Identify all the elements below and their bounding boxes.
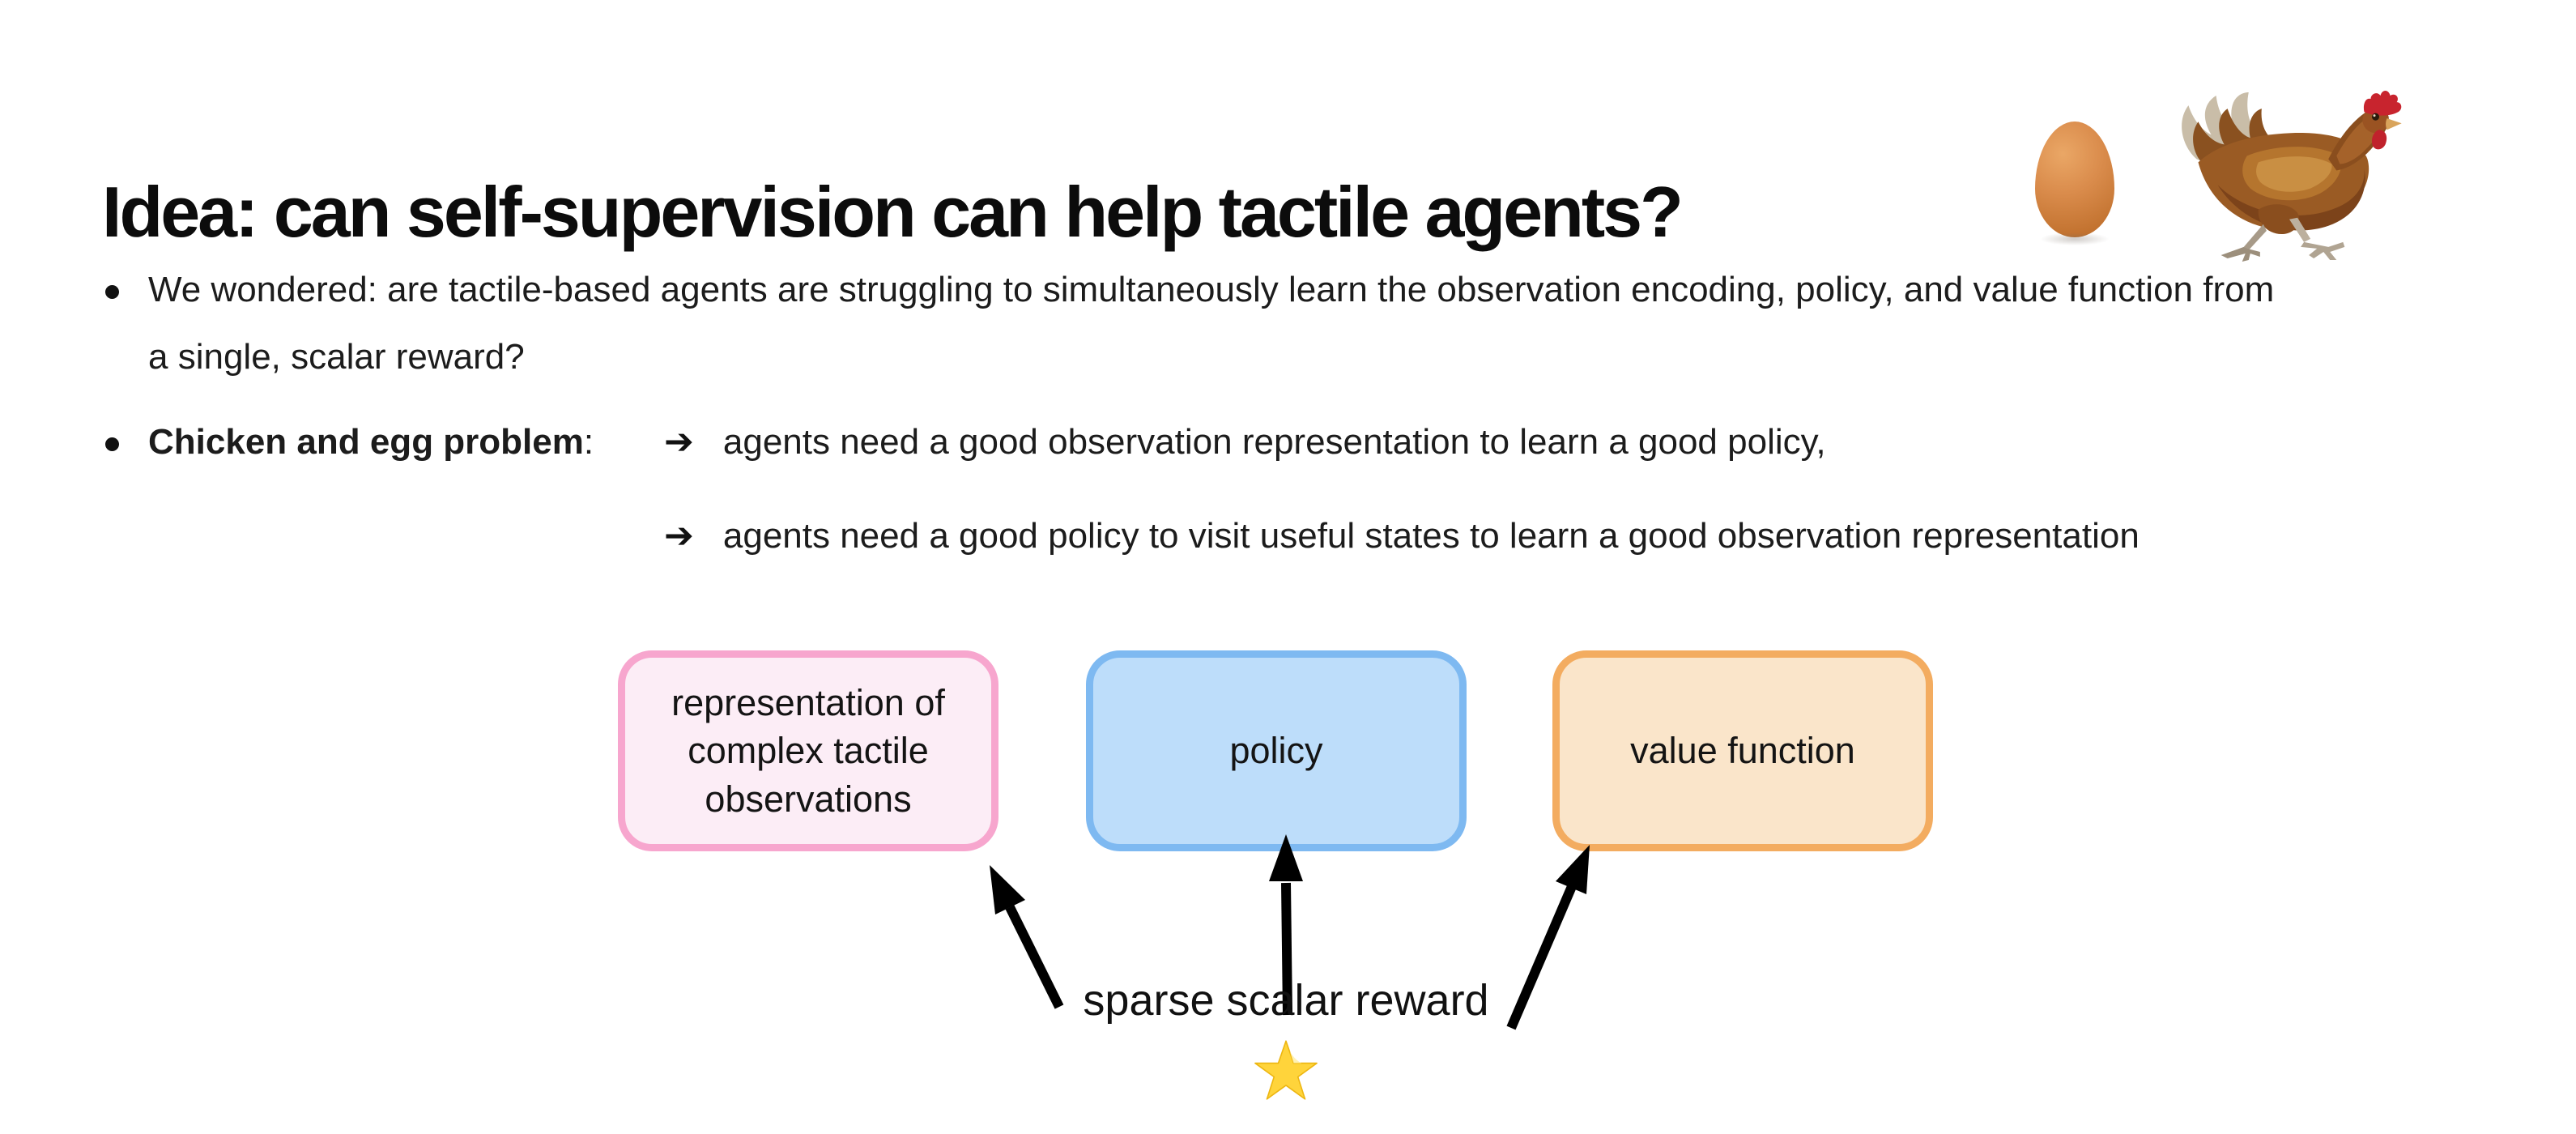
bullet2-bold-text: Chicken and egg problem [148,422,584,462]
bullet2-lead: Chicken and egg problem: [148,424,594,460]
bullet2-point2: ➔ agents need a good policy to visit usef… [664,518,2140,554]
right-arrow-icon: ➔ [664,421,694,463]
bullet1-line1: We wondered: are tactile-based agents ar… [148,270,2275,309]
right-arrow-icon: ➔ [664,515,694,556]
box-value-function: value function [1552,650,1933,851]
box-policy: policy [1086,650,1467,851]
star-icon [1254,1040,1318,1100]
bullet2-point1-text: agents need a good observation represent… [722,422,1826,462]
sparse-reward-label: sparse scalar reward [1083,976,1489,1025]
chicken-image [2182,91,2402,262]
bullet2-point1: ➔ agents need a good observation represen… [664,424,1826,460]
bullet2-point2-text: agents need a good policy to visit usefu… [722,516,2140,556]
bullet2-colon: : [583,422,594,462]
box-representation-label: representation of complex tactile observ… [671,681,945,820]
page-title: Idea: can self-supervision can help tact… [102,171,1684,252]
box-value-function-label: value function [1630,730,1855,772]
egg-image [2035,122,2114,245]
box-representation: representation of complex tactile observ… [618,650,998,851]
bullet1-line2: a single, scalar reward? [148,337,525,377]
bullet-dot [105,285,119,299]
bullet-dot [105,437,119,451]
box-policy-label: policy [1229,730,1323,772]
